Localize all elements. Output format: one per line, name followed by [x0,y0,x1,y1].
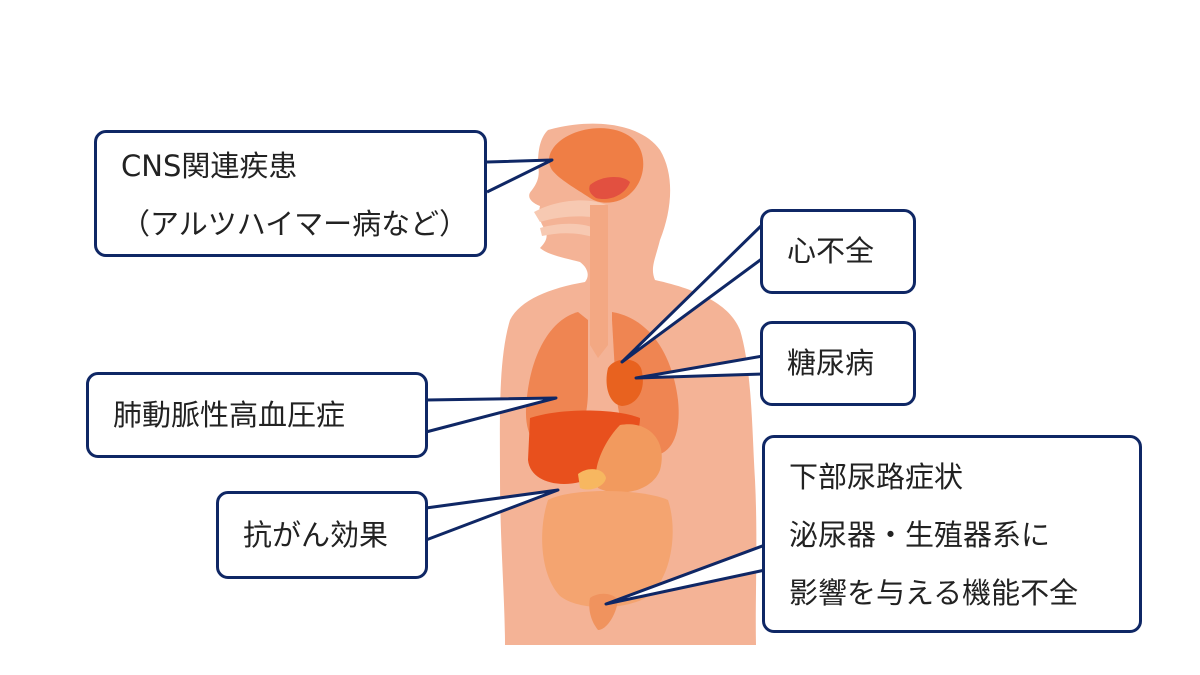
luts-pointer [604,543,766,606]
cns-label-line1: CNS関連疾患 [121,149,298,183]
cns-pointer [486,158,554,194]
heart-failure-pointer [620,222,765,364]
oral-cavity [540,223,598,238]
callout-anticancer: 抗がん効果 [216,491,428,579]
stomach [595,424,662,493]
anticancer-pointer [425,488,560,542]
pah-label: 肺動脈性高血圧症 [113,398,346,432]
pancreas [578,469,606,490]
nasal-cavity [534,200,608,222]
heart-failure-label: 心不全 [787,234,875,268]
intestines [542,491,673,608]
brain-highlight [589,176,630,200]
trachea [590,205,608,358]
callout-pah: 肺動脈性高血圧症 [86,372,428,458]
luts-label-line1: 下部尿路症状 [789,460,964,494]
luts-label-line2: 泌尿器・生殖器系に [789,518,1051,552]
cns-label-line2: （アルツハイマー病など） [121,207,469,241]
diabetes-pointer [634,354,764,380]
callout-heart-failure: 心不全 [760,209,916,294]
heart [606,359,643,406]
callout-cns: CNS関連疾患 （アルツハイマー病など） [94,130,487,257]
callout-luts: 下部尿路症状 泌尿器・生殖器系に 影響を与える機能不全 [762,435,1142,633]
callout-diabetes: 糖尿病 [760,321,916,406]
luts-label-line3: 影響を与える機能不全 [789,576,1079,610]
diabetes-label: 糖尿病 [787,346,875,380]
anticancer-label: 抗がん効果 [243,518,389,552]
pah-pointer [425,396,558,434]
